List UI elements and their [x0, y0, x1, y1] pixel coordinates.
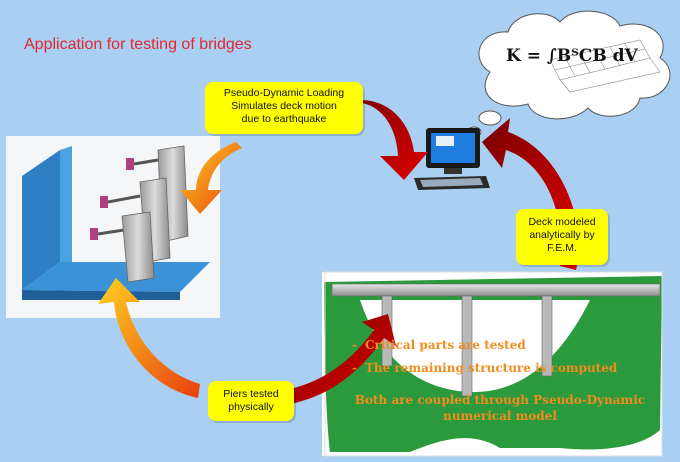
- slide-title: Application for testing of bridges: [24, 36, 252, 53]
- callout-line: Simulates deck motion: [231, 100, 337, 112]
- test-piers: [121, 145, 189, 283]
- callout-line: Piers tested: [223, 388, 279, 400]
- callout-line: F.E.M.: [547, 242, 577, 254]
- callout-pseudo-dynamic-loading: Pseudo-Dynamic Loading Simulates deck mo…: [205, 82, 363, 134]
- bullet-item: -Critical parts are tested: [352, 338, 526, 352]
- bullet-text: The remaining structure is computed: [364, 361, 618, 375]
- callout-line: Deck modeled: [528, 216, 596, 228]
- coupling-note: Both are coupled through Pseudo-Dynamic …: [340, 392, 660, 424]
- computer-icon: [414, 128, 490, 190]
- callout-line: analytically by: [529, 229, 595, 241]
- actuator-icons: [90, 158, 159, 240]
- fem-mesh-icon: [549, 39, 661, 93]
- arrow-piers-to-setup: [98, 278, 200, 398]
- bullet-text: Critical parts are tested: [364, 338, 526, 352]
- coupling-line: numerical model: [443, 409, 557, 423]
- thought-cloud: [457, 10, 671, 147]
- arrow-loading-to-setup: [180, 142, 242, 214]
- callout-line: physically: [228, 401, 274, 413]
- callout-piers-tested: Piers tested physically: [208, 381, 294, 421]
- bullet-item: -The remaining structure is computed: [352, 361, 618, 375]
- callout-deck-modeled: Deck modeled analytically by F.E.M.: [516, 209, 608, 265]
- bullet-list: -Critical parts are tested -The remainin…: [352, 334, 617, 380]
- arrow-computer-to-test: [344, 100, 428, 180]
- bridge-image: [322, 271, 663, 457]
- coupling-line: Both are coupled through Pseudo-Dynamic: [354, 393, 646, 407]
- arrow-bridge-to-piers: [286, 314, 396, 404]
- callout-line: Pseudo-Dynamic Loading: [223, 87, 345, 99]
- callout-line: due to earthquake: [241, 113, 327, 125]
- stiffness-formula: K = ∫BᵀCB dV: [506, 46, 638, 66]
